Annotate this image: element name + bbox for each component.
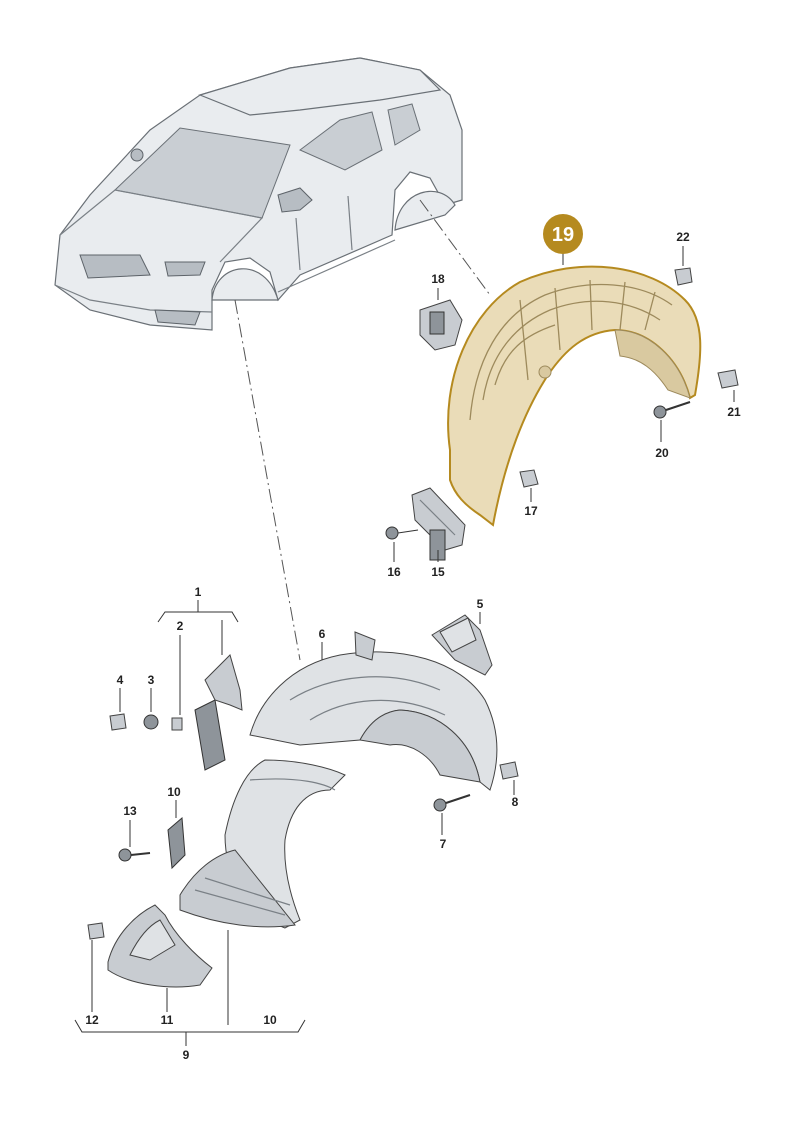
callout-20: 20 [655, 446, 669, 460]
brace-bracket-1 [157, 600, 239, 623]
callout-19: 19 [552, 224, 574, 246]
callout-8: 8 [512, 795, 519, 809]
assembly-reference-lines [234, 199, 491, 661]
callout-11: 11 [161, 1013, 174, 1027]
support-2 [179, 620, 243, 771]
callout-21: 21 [727, 405, 741, 419]
callout-15: 15 [431, 565, 445, 579]
callout-16: 16 [387, 565, 401, 579]
clip-near-2 [171, 717, 183, 731]
clip-8 [499, 761, 519, 795]
callout-4: 4 [117, 673, 124, 687]
callout-10-upper: 10 [167, 785, 181, 799]
clip-22 [674, 246, 693, 286]
callout-2: 2 [177, 619, 184, 633]
cover-11 [107, 904, 213, 1012]
screw-20 [653, 401, 691, 442]
clip-4 [109, 688, 127, 731]
cover-5 [431, 612, 493, 676]
wheel-arch-liner-6 [249, 631, 498, 791]
callout-22: 22 [676, 230, 690, 244]
callout-12: 12 [85, 1013, 99, 1027]
clip-17 [519, 469, 539, 502]
bracket-18 [419, 288, 463, 351]
callout-18: 18 [431, 272, 445, 286]
callout-10-lower: 10 [263, 1013, 277, 1027]
screw-13 [118, 820, 151, 862]
callout-9: 9 [183, 1048, 190, 1062]
nut-3 [143, 688, 159, 730]
callout-badge-19 [543, 214, 583, 254]
vehicle-illustration [54, 57, 463, 331]
clip-12 [87, 922, 105, 1012]
callout-1: 1 [195, 585, 202, 599]
bracket-15 [411, 487, 466, 562]
screw-16 [385, 526, 419, 562]
seal-10 [167, 800, 186, 870]
screw-7 [433, 794, 471, 835]
callout-labels: 19 22 18 21 20 17 16 15 1 5 2 6 4 3 8 10… [85, 214, 741, 1062]
wheel-arch-liner-10 [179, 759, 346, 929]
callout-13: 13 [123, 804, 137, 818]
callout-3: 3 [148, 673, 155, 687]
callout-5: 5 [477, 597, 484, 611]
callout-17: 17 [524, 504, 538, 518]
callout-7: 7 [440, 837, 447, 851]
brace-bracket-9 [74, 1019, 306, 1046]
wheel-arch-liner-19 [447, 250, 702, 527]
clip-21 [717, 369, 739, 402]
callout-6: 6 [319, 627, 326, 641]
